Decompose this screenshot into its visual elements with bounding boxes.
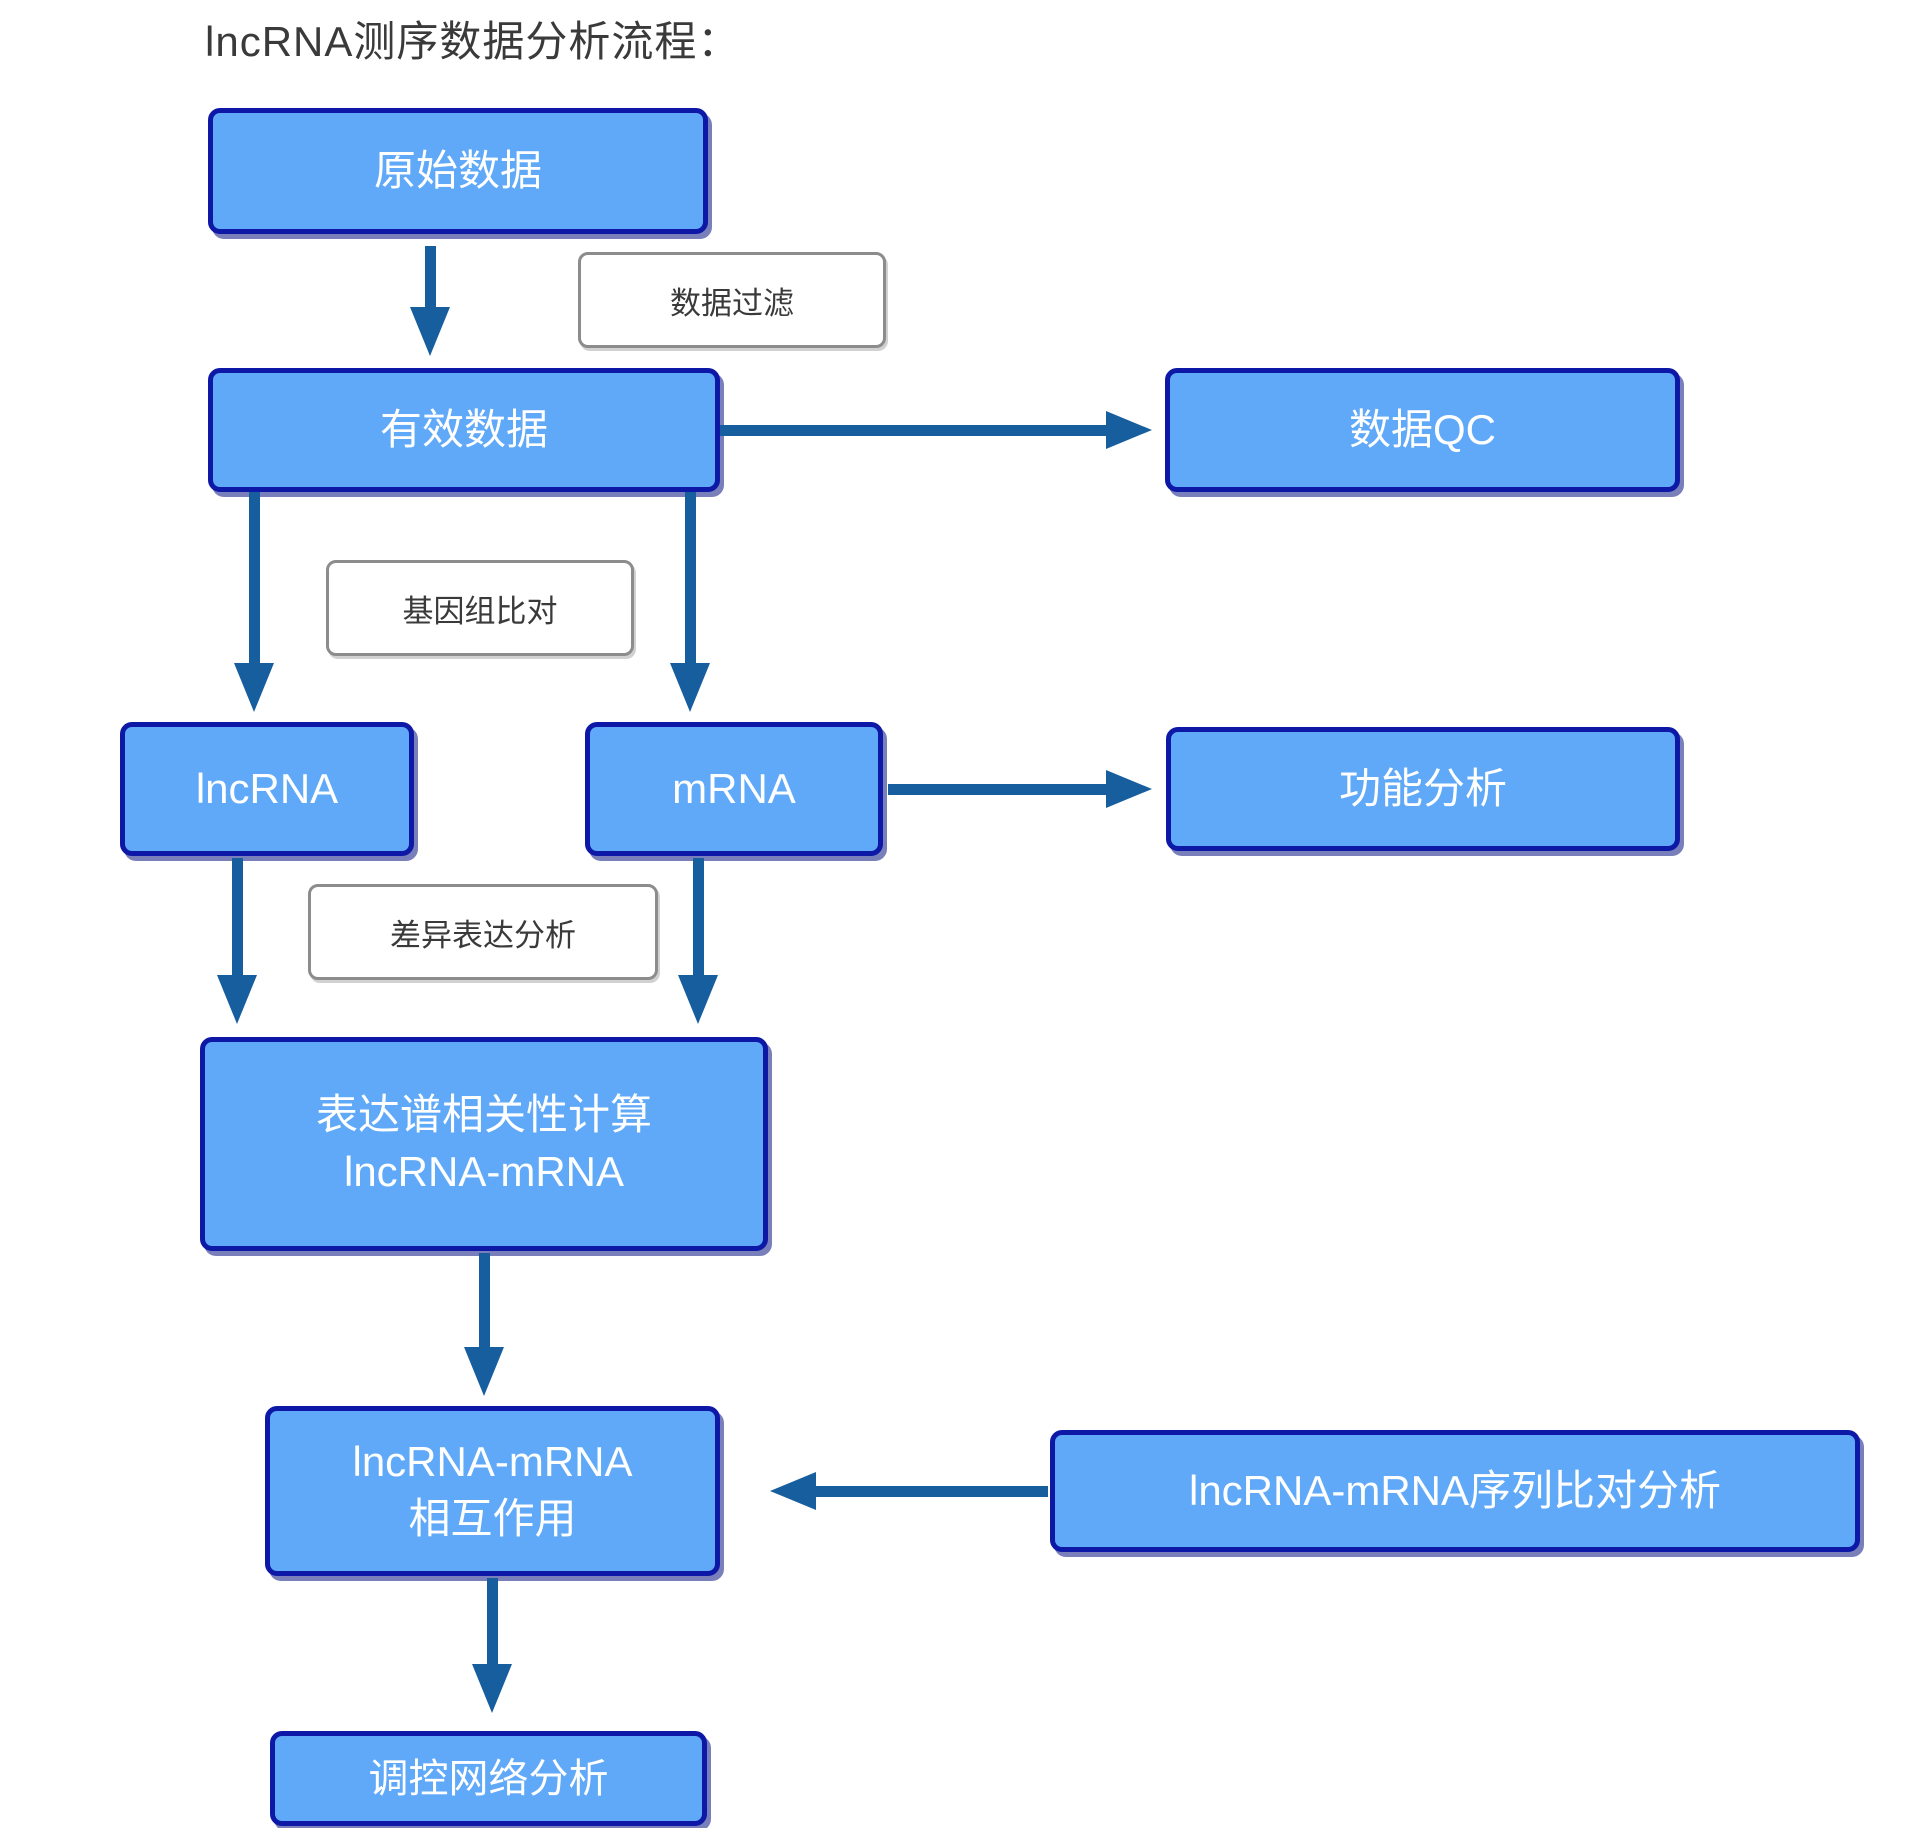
node-valid-data: 有效数据 bbox=[208, 368, 720, 492]
arrow-mrna-to-functional-shaft bbox=[888, 784, 1108, 795]
arrow-lncrna-to-correlation-head bbox=[217, 975, 257, 1024]
node-mrna-label: mRNA bbox=[672, 764, 796, 812]
edge-label-data-filter-text: 数据过滤 bbox=[670, 285, 794, 321]
node-interaction-line1: lncRNA-mRNA bbox=[352, 1438, 633, 1486]
node-regulatory-network: 调控网络分析 bbox=[270, 1731, 707, 1826]
edge-label-genome-alignment-text: 基因组比对 bbox=[402, 593, 558, 629]
arrow-valid-to-mrna-head bbox=[670, 663, 710, 712]
node-raw-data-label: 原始数据 bbox=[373, 146, 542, 194]
arrow-alignment-to-interaction-head bbox=[770, 1472, 816, 1510]
arrow-mrna-to-correlation-head bbox=[678, 975, 718, 1024]
arrow-valid-to-lncrna-shaft bbox=[249, 492, 260, 664]
arrow-correlation-to-interaction-shaft bbox=[479, 1253, 490, 1348]
arrow-raw-to-valid-shaft bbox=[425, 246, 436, 308]
arrow-valid-to-lncrna-head bbox=[234, 663, 274, 712]
node-expression-correlation: 表达谱相关性计算 lncRNA-mRNA bbox=[200, 1037, 768, 1251]
node-regulatory-network-label: 调控网络分析 bbox=[368, 1756, 609, 1801]
arrow-lncrna-to-correlation-shaft bbox=[232, 858, 243, 976]
node-expression-correlation-line2: lncRNA-mRNA bbox=[343, 1148, 624, 1195]
arrow-interaction-to-network-shaft bbox=[487, 1578, 498, 1665]
node-sequence-alignment-label: lncRNA-mRNA序列比对分析 bbox=[1188, 1466, 1721, 1514]
page-title: lncRNA测序数据分析流程： bbox=[205, 18, 741, 65]
arrow-valid-to-qc-head bbox=[1106, 411, 1152, 449]
node-data-qc-label: 数据QC bbox=[1348, 405, 1496, 453]
arrow-correlation-to-interaction-head bbox=[464, 1347, 504, 1396]
edge-label-data-filter: 数据过滤 bbox=[578, 252, 886, 348]
node-valid-data-label: 有效数据 bbox=[379, 405, 548, 453]
node-functional-analysis-label: 功能分析 bbox=[1338, 764, 1507, 812]
node-interaction: lncRNA-mRNA 相互作用 bbox=[265, 1406, 720, 1576]
arrow-valid-to-mrna-shaft bbox=[685, 492, 696, 664]
arrow-alignment-to-interaction-shaft bbox=[814, 1486, 1048, 1497]
node-expression-correlation-label: 表达谱相关性计算 lncRNA-mRNA bbox=[316, 1087, 652, 1200]
edge-label-differential-expression: 差异表达分析 bbox=[308, 884, 658, 980]
node-expression-correlation-line1: 表达谱相关性计算 bbox=[315, 1091, 652, 1139]
node-interaction-label: lncRNA-mRNA 相互作用 bbox=[352, 1434, 632, 1547]
node-interaction-line2: 相互作用 bbox=[408, 1495, 577, 1542]
edge-label-genome-alignment: 基因组比对 bbox=[326, 560, 634, 656]
node-functional-analysis: 功能分析 bbox=[1166, 727, 1680, 851]
arrow-interaction-to-network-head bbox=[472, 1664, 512, 1713]
node-mrna: mRNA bbox=[585, 722, 883, 856]
arrow-raw-to-valid-head bbox=[410, 307, 450, 356]
node-data-qc: 数据QC bbox=[1165, 368, 1680, 492]
node-lncrna-label: lncRNA bbox=[195, 764, 339, 812]
node-lncrna: lncRNA bbox=[120, 722, 414, 856]
arrow-mrna-to-correlation-shaft bbox=[693, 858, 704, 976]
arrow-valid-to-qc-shaft bbox=[720, 425, 1108, 436]
arrow-mrna-to-functional-head bbox=[1106, 770, 1152, 808]
edge-label-differential-expression-text: 差异表达分析 bbox=[390, 917, 576, 953]
node-raw-data: 原始数据 bbox=[208, 108, 708, 234]
node-sequence-alignment: lncRNA-mRNA序列比对分析 bbox=[1050, 1430, 1860, 1552]
